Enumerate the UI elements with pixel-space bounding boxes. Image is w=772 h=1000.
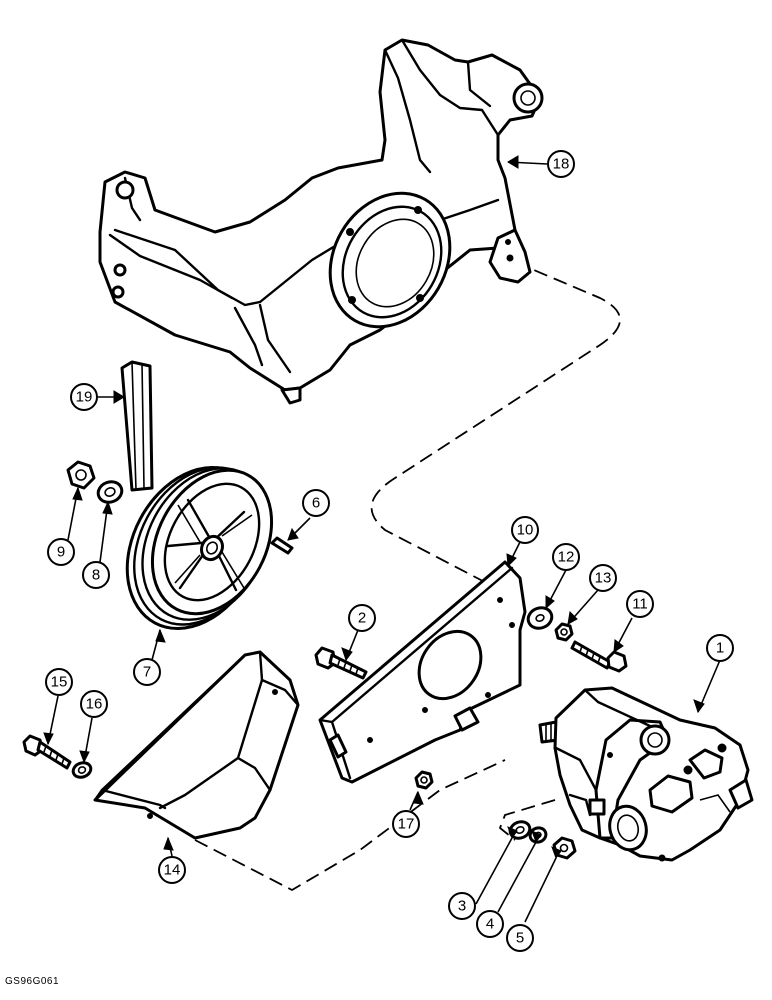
callout-9: 9	[47, 538, 75, 566]
callout-label: 16	[86, 696, 103, 713]
callout-label: 11	[632, 596, 648, 613]
assembly-line-shield-to-pump	[194, 759, 506, 892]
assembly-line-pump-to-washers	[498, 799, 556, 841]
callout-label: 15	[51, 674, 68, 691]
callout-label: 17	[398, 816, 415, 833]
key-shaft-stock	[120, 360, 154, 492]
pump-mounting-bracket	[98, 38, 544, 405]
callout-1: 1	[706, 634, 734, 662]
roll-pin	[270, 536, 294, 555]
callout-17: 17	[392, 810, 420, 838]
nut-17	[414, 770, 434, 790]
washer-16	[71, 761, 93, 779]
figure-code: GS96G061	[5, 976, 60, 987]
callout-13: 13	[589, 564, 617, 592]
washer-12	[526, 606, 554, 630]
washer-8	[96, 480, 124, 504]
callout-label: 12	[558, 549, 575, 566]
callout-19: 19	[70, 383, 98, 411]
callout-label: 14	[164, 862, 181, 879]
callout-label: 7	[143, 664, 151, 681]
callout-7: 7	[133, 658, 161, 686]
callout-label: 10	[517, 522, 534, 539]
callout-3: 3	[448, 892, 476, 920]
callout-label: 19	[76, 389, 93, 406]
belt-shield	[93, 650, 300, 840]
cap-screw-11	[570, 640, 628, 673]
callout-2: 2	[348, 604, 376, 632]
callout-18: 18	[547, 150, 575, 178]
callout-8: 8	[82, 561, 110, 589]
callout-label: 18	[553, 156, 570, 173]
callout-11: 11	[626, 590, 654, 618]
callout-label: 2	[358, 610, 366, 627]
callout-label: 13	[595, 570, 612, 587]
callout-label: 9	[57, 544, 65, 561]
callout-5: 5	[506, 924, 534, 952]
pulley	[125, 466, 274, 630]
assembly-line-bracket-to-plate	[370, 261, 621, 591]
nut-13	[554, 622, 574, 642]
nut-9	[66, 460, 96, 490]
cap-screw-15	[22, 734, 72, 770]
cap-screw-2	[314, 646, 368, 680]
callout-6: 6	[302, 489, 330, 517]
callout-10: 10	[511, 516, 539, 544]
callout-4: 4	[476, 910, 504, 938]
callout-14: 14	[158, 856, 186, 884]
callout-label: 6	[312, 495, 320, 512]
callout-15: 15	[45, 668, 73, 696]
callout-label: 1	[716, 640, 724, 657]
callout-label: 5	[516, 930, 524, 947]
mounting-plate	[318, 560, 527, 784]
callout-label: 3	[458, 898, 466, 915]
callout-label: 8	[92, 567, 100, 584]
callout-12: 12	[552, 543, 580, 571]
arrowheads	[43, 155, 705, 860]
hydraulic-pump	[538, 686, 754, 862]
callout-16: 16	[80, 690, 108, 718]
callout-label: 4	[486, 916, 494, 933]
